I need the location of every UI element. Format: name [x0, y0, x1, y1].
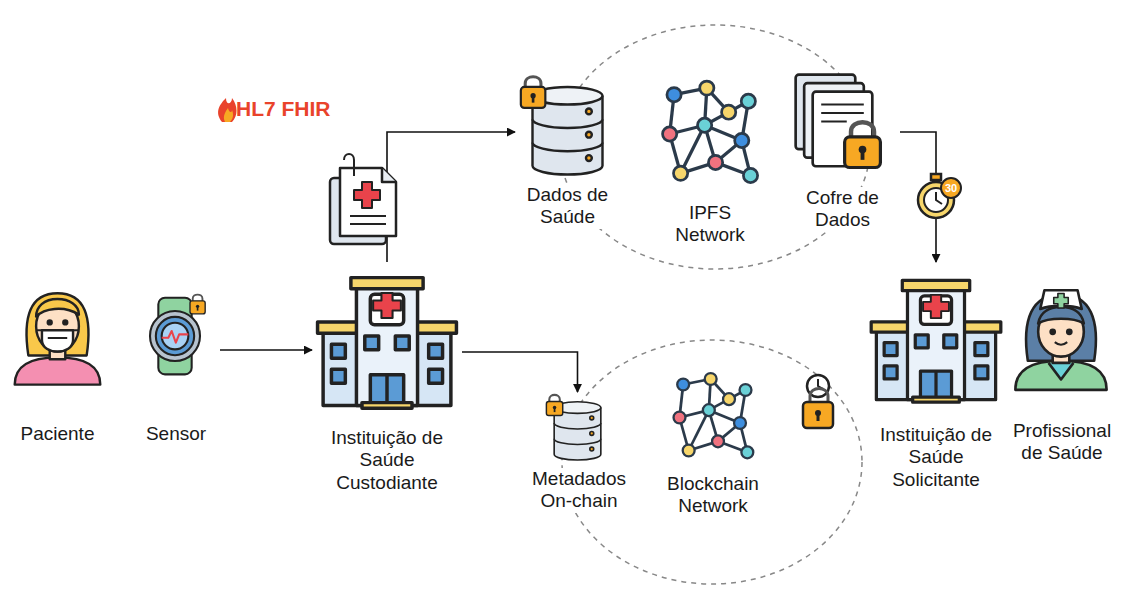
node-label: Instituição de Saúde Solicitante — [873, 424, 999, 491]
onchain-metadata-store — [525, 392, 630, 462]
labeled-icon: Metadados On-chain — [525, 392, 630, 513]
health-data-store — [515, 72, 620, 178]
node-label: Sensor — [130, 423, 222, 445]
hl7-flame — [218, 98, 236, 122]
labeled-icon: Profissional de Saúde — [1005, 262, 1117, 465]
labeled-icon: Cofre de Dados — [785, 62, 900, 232]
ipfs-network — [650, 72, 768, 196]
node-label: Dados de Saúde — [520, 184, 616, 229]
node-label: Profissional de Saúde — [1005, 420, 1119, 465]
fhir-document — [330, 154, 396, 244]
labeled-icon: Sensor — [130, 255, 220, 445]
blockchain-boundary — [562, 340, 862, 584]
patient-figure — [5, 255, 110, 417]
node-label: Paciente — [6, 423, 110, 445]
node-label: IPFS Network — [650, 202, 770, 247]
hospital-building — [866, 262, 1006, 418]
node-label: Metadados On-chain — [525, 468, 633, 513]
health-professional — [1005, 262, 1117, 414]
labeled-icon: Paciente — [5, 255, 110, 445]
labeled-icon: Instituição de Saúde Solicitante — [866, 262, 1006, 491]
timer-number: 30 — [945, 182, 957, 194]
hl7-fhir-logo: HL7 FHIR — [236, 97, 331, 121]
node-label: Blockchain Network — [655, 473, 771, 518]
node-label: Cofre de Dados — [791, 187, 895, 232]
labeled-icon: Blockchain Network — [655, 368, 770, 518]
flow-arrow — [387, 132, 515, 262]
data-vault — [785, 62, 900, 181]
labeled-icon: IPFS Network — [650, 72, 768, 247]
timer-icon — [918, 174, 961, 218]
node-label: Instituição de Saúde Custodiante — [324, 427, 450, 494]
hospital-building — [312, 262, 462, 421]
sensor-device — [130, 255, 220, 417]
flow-arrow — [220, 349, 312, 351]
timed-lock — [803, 375, 833, 428]
labeled-icon: Instituição de Saúde Custodiante — [312, 262, 462, 494]
flow-arrow — [462, 352, 578, 392]
blockchain-network — [655, 368, 770, 467]
labeled-icon: Dados de Saúde — [515, 72, 620, 229]
